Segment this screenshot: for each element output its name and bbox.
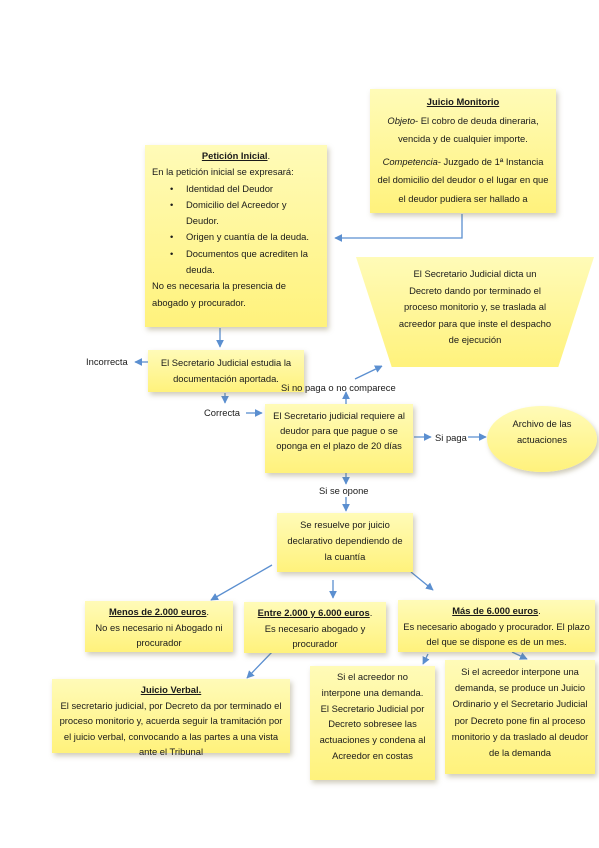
- peticion-intro: En la petición inicial se expresará:: [152, 166, 294, 178]
- entre-title-line: Entre 2.000 y 6.000 euros.: [248, 605, 382, 621]
- menos-2000-title-line: Menos de 2.000 euros.: [89, 604, 229, 620]
- peticion-title-line: Petición Inicial.: [152, 148, 320, 164]
- objeto-label: Objeto: [387, 114, 416, 126]
- no-interpone-demanda-box: Si el acreedor no interpone una demanda.…: [310, 666, 435, 780]
- label-correcta: Correcta: [204, 407, 240, 418]
- arrow-entre-to-verbal: [246, 649, 275, 679]
- arrow-declarativo-to-menos: [210, 564, 273, 601]
- entre-title: Entre 2.000 y 6.000 euros: [257, 607, 370, 618]
- archivo-actuaciones-text: Archivo de las actuaciones: [512, 418, 572, 445]
- arrow-requiere-to-decreto: [354, 365, 383, 380]
- peticion-title-suffix: .: [267, 150, 271, 161]
- mas-6000-text: Es necesario abogado y procurador. El pl…: [403, 620, 590, 648]
- arrow-mas-to-interpone: [511, 651, 528, 660]
- juicio-verbal-title: Juicio Verbal.: [140, 684, 202, 695]
- arrow-declarativo-to-mas: [410, 571, 434, 591]
- label-si-opone: Si se opone: [319, 485, 369, 496]
- mas-6000-box: Más de 6.000 euros. Es necesario abogado…: [398, 600, 595, 652]
- archivo-actuaciones-ellipse: Archivo de las actuaciones: [487, 406, 597, 472]
- mas-6000-title-suffix: .: [538, 605, 541, 616]
- interpone-demanda-box: Si el acreedor interpone una demanda, se…: [445, 660, 595, 774]
- decreto-ejecucion-text: El Secretario Judicial dicta un Decreto …: [398, 268, 552, 345]
- entre-text: Es necesario abogado y procurador: [264, 622, 366, 650]
- menos-2000-title: Menos de 2.000 euros: [108, 606, 207, 617]
- juicio-monitorio-title: Juicio Monitorio: [426, 96, 500, 107]
- juicio-monitorio-competencia: Competencia- Juzgado de 1ª Instancia del…: [376, 153, 550, 209]
- objeto-text: - El cobro de deuda dineraria, vencida y…: [398, 114, 539, 145]
- label-incorrecta: Incorrecta: [86, 356, 128, 367]
- entre-2000-6000-box: Entre 2.000 y 6.000 euros. Es necesario …: [244, 602, 386, 653]
- requiere-deudor-box: El Secretario judicial requiere al deudo…: [265, 404, 413, 473]
- juicio-monitorio-box: Juicio Monitorio Objeto- El cobro de deu…: [370, 89, 556, 213]
- peticion-title: Petición Inicial: [201, 150, 268, 161]
- interpone-demanda-text: Si el acreedor interpone una demanda, se…: [451, 666, 589, 759]
- estudia-documentacion-text: El Secretario Judicial estudia la docume…: [160, 357, 292, 384]
- competencia-label: Competencia: [382, 155, 438, 167]
- arrow-mas-to-nointerpone: [422, 653, 430, 665]
- peticion-items: Identidad del Deudor Domicilio del Acree…: [152, 181, 320, 279]
- peticion-item: Origen y cuantía de la deuda.: [170, 229, 320, 246]
- decreto-ejecucion-box: El Secretario Judicial dicta un Decreto …: [356, 257, 594, 367]
- juicio-verbal-text: El secretario judicial, por Decreto da p…: [59, 699, 283, 758]
- peticion-note: No es necesaria la presencia de abogado …: [152, 280, 286, 308]
- mas-6000-title: Más de 6.000 euros: [452, 605, 539, 616]
- peticion-item: Domicilio del Acreedor y Deudor.: [170, 197, 320, 230]
- label-si-paga: Si paga: [435, 432, 467, 443]
- peticion-inicial-box: Petición Inicial. En la petición inicial…: [145, 145, 327, 327]
- juicio-declarativo-box: Se resuelve por juicio declarativo depen…: [277, 513, 413, 572]
- no-interpone-demanda-text: Si el acreedor no interpone una demanda.…: [319, 671, 426, 761]
- juicio-verbal-box: Juicio Verbal. El secretario judicial, p…: [52, 679, 290, 757]
- mas-6000-title-line: Más de 6.000 euros.: [403, 603, 590, 619]
- menos-2000-box: Menos de 2.000 euros. No es necesario ni…: [85, 601, 233, 652]
- label-no-paga: Si no paga o no comparece: [281, 382, 396, 393]
- estudia-documentacion-box: El Secretario Judicial estudia la docume…: [148, 350, 304, 392]
- menos-2000-title-suffix: .: [206, 606, 210, 617]
- juicio-declarativo-text: Se resuelve por juicio declarativo depen…: [287, 519, 403, 562]
- entre-title-suffix: .: [369, 607, 373, 618]
- arrow-monitorio-to-peticion: [334, 214, 463, 242]
- peticion-item: Documentos que acrediten la deuda.: [170, 246, 320, 279]
- peticion-item: Identidad del Deudor: [170, 181, 320, 198]
- requiere-deudor-text: El Secretario judicial requiere al deudo…: [273, 410, 405, 451]
- competencia-text: - Juzgado de 1ª Instancia del domicilio …: [377, 155, 549, 204]
- menos-2000-text: No es necesario ni Abogado ni procurador: [95, 621, 223, 649]
- juicio-monitorio-objeto: Objeto- El cobro de deuda dineraria, ven…: [376, 112, 550, 149]
